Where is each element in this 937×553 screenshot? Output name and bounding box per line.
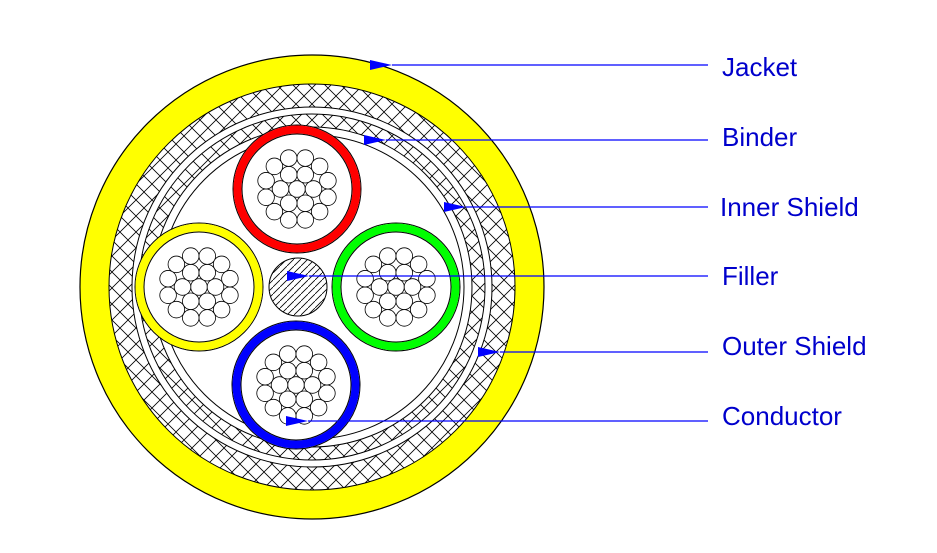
conductor-label: Conductor (722, 401, 842, 431)
conductor-group (134, 124, 461, 450)
conductor-blue-strand (318, 368, 336, 386)
conductor-blue-strand (309, 398, 328, 417)
conductor-green-strand (403, 278, 422, 296)
conductor-green-strand (379, 309, 397, 327)
conductor-red-strand (304, 180, 323, 198)
conductor-yellow-strand (198, 247, 216, 265)
conductor-green-strand (409, 255, 428, 274)
conductor-red-strand (271, 180, 290, 198)
conductor-red-strand (288, 180, 306, 198)
filler-label: Filler (722, 261, 779, 291)
conductor-green-strand (395, 292, 413, 310)
conductor-red (232, 124, 362, 254)
conductor-red-strand (296, 194, 314, 212)
cable-cross-section (79, 54, 545, 520)
conductor-yellow-strand (159, 270, 177, 288)
conductor-blue-strand (279, 407, 297, 425)
conductor-yellow-strand (198, 309, 216, 327)
conductor-red-strand (280, 149, 298, 167)
conductor-red-strand (280, 211, 298, 229)
conductor-blue-strand (295, 390, 313, 408)
conductor-blue-strand (279, 362, 297, 380)
conductor-green-strand (379, 292, 397, 310)
conductor-red-strand (280, 194, 298, 212)
conductor-blue-strand (295, 345, 313, 363)
conductor-blue-strand (295, 407, 313, 425)
conductor-red-strand (296, 166, 314, 184)
conductor-yellow-strand (167, 300, 186, 319)
conductor-green-strand (370, 278, 389, 296)
conductor-red-strand (310, 202, 329, 221)
conductor-yellow-strand (167, 255, 186, 274)
jacket-label: Jacket (722, 52, 798, 82)
conductor-yellow-strand (190, 278, 208, 296)
conductor-green-strand (395, 247, 413, 265)
conductor-red-strand (296, 149, 314, 167)
conductor-blue-strand (270, 376, 289, 394)
outer-shield-label: Outer Shield (722, 331, 867, 361)
conductor-yellow-strand (212, 255, 231, 274)
conductor-green (331, 222, 461, 352)
conductor-yellow-strand (198, 264, 216, 282)
conductor-green-strand (409, 300, 428, 319)
conductor-red-strand (265, 157, 284, 176)
conductor-green-strand (364, 300, 383, 319)
conductor-green-strand (356, 286, 374, 304)
conductor-green-strand (356, 270, 374, 288)
inner-shield-label: Inner Shield (720, 192, 859, 222)
callout-group: Jacket Binder Inner Shield Filler Outer … (286, 52, 867, 431)
conductor-blue-strand (279, 345, 297, 363)
conductor-yellow-strand (206, 278, 225, 296)
conductor-red-strand (296, 211, 314, 229)
conductor-blue-strand (309, 353, 328, 372)
conductor-yellow-strand (182, 247, 200, 265)
conductor-yellow-strand (182, 264, 200, 282)
conductor-yellow (134, 222, 264, 352)
conductor-green-insulation (332, 223, 460, 351)
conductor-blue (231, 320, 361, 450)
conductor-green-strand (387, 278, 405, 296)
conductor-green-strand (395, 309, 413, 327)
conductor-red-strand (310, 157, 329, 176)
conductor-yellow-strand (221, 270, 239, 288)
conductor-red-strand (257, 172, 275, 190)
conductor-yellow-strand (182, 309, 200, 327)
conductor-yellow-strand (212, 300, 231, 319)
conductor-red-strand (319, 172, 337, 190)
conductor-blue-strand (318, 384, 336, 402)
conductor-red-insulation (233, 125, 361, 253)
conductor-blue-strand (256, 368, 274, 386)
conductor-yellow-strand (159, 286, 177, 304)
conductor-blue-strand (303, 376, 322, 394)
conductor-blue-strand (287, 376, 305, 394)
conductor-red-strand (257, 188, 275, 206)
conductor-blue-strand (279, 390, 297, 408)
conductor-red-strand (280, 166, 298, 184)
binder-label: Binder (722, 122, 797, 152)
conductor-yellow-strand (221, 286, 239, 304)
conductor-yellow-strand (173, 278, 192, 296)
conductor-green-strand (418, 286, 436, 304)
conductor-blue-insulation (232, 321, 360, 449)
filler-hatch (269, 258, 327, 316)
conductor-blue-strand (264, 353, 283, 372)
conductor-green-strand (395, 264, 413, 282)
conductor-green-strand (379, 247, 397, 265)
conductor-blue-strand (295, 362, 313, 380)
conductor-blue-strand (264, 398, 283, 417)
conductor-yellow-insulation (135, 223, 263, 351)
conductor-green-strand (379, 264, 397, 282)
conductor-green-strand (364, 255, 383, 274)
conductor-green-strand (418, 270, 436, 288)
conductor-yellow-strand (198, 292, 216, 310)
conductor-yellow-strand (182, 292, 200, 310)
conductor-blue-strand (256, 384, 274, 402)
conductor-red-strand (265, 202, 284, 221)
conductor-red-strand (319, 188, 337, 206)
